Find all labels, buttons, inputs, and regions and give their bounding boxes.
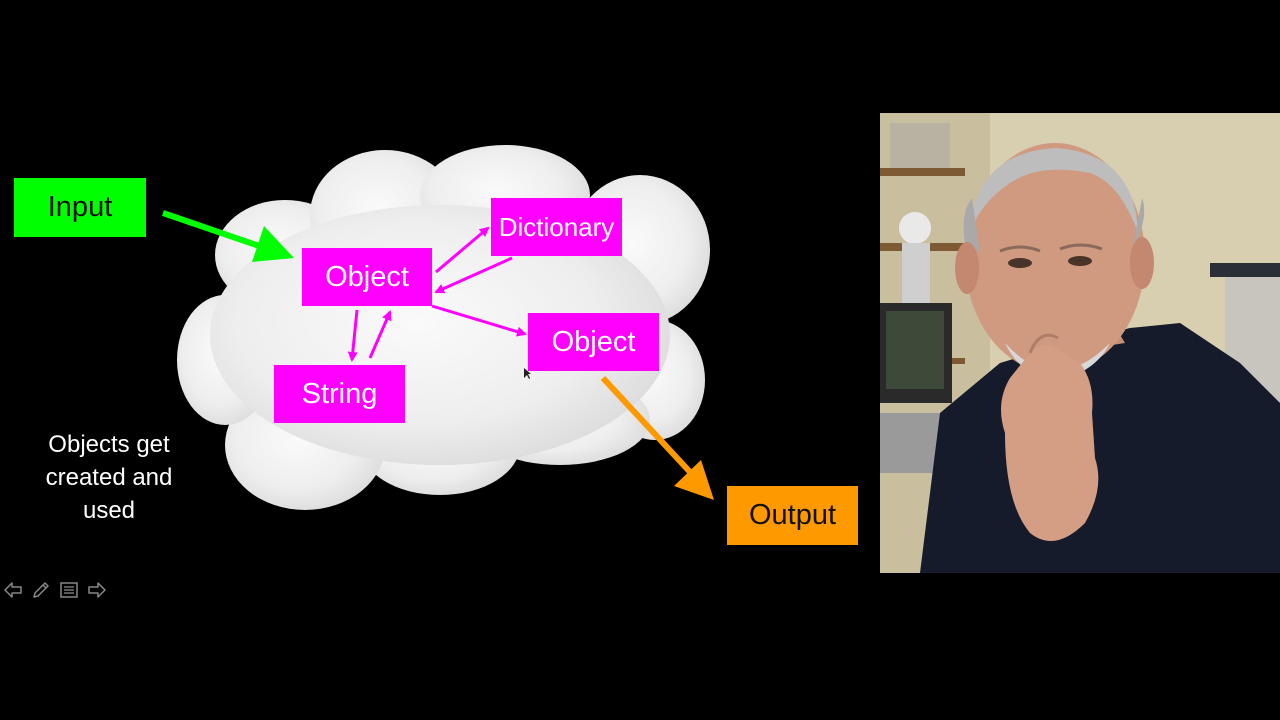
dictionary-to-object-arrow bbox=[434, 256, 513, 294]
previous-slide-icon[interactable] bbox=[2, 578, 24, 602]
slide-caption: Objects get created and used bbox=[45, 431, 173, 524]
object-box-main: Object bbox=[302, 248, 432, 306]
string-to-object-arrow bbox=[368, 310, 392, 359]
dictionary-box: Dictionary bbox=[491, 198, 622, 256]
input-to-object-arrow bbox=[162, 210, 266, 251]
pen-icon[interactable] bbox=[30, 578, 52, 602]
input-arrowhead bbox=[252, 226, 294, 262]
next-slide-icon[interactable] bbox=[86, 578, 108, 602]
output-box: Output bbox=[727, 486, 858, 545]
presenter-video bbox=[880, 113, 1280, 573]
slide-controls bbox=[2, 578, 108, 602]
object-to-dictionary-arrow bbox=[435, 226, 490, 274]
object-box-secondary: Object bbox=[528, 313, 659, 371]
input-box: Input bbox=[14, 178, 146, 237]
presenter-video-frame bbox=[880, 113, 1280, 573]
mouse-pointer-icon bbox=[524, 368, 531, 379]
slide-menu-icon[interactable] bbox=[58, 578, 80, 602]
object-to-output-arrow bbox=[600, 375, 693, 475]
object-to-string-arrow bbox=[347, 309, 359, 362]
object-to-object-arrow bbox=[431, 304, 527, 337]
string-box: String bbox=[274, 365, 405, 423]
output-arrowhead bbox=[674, 460, 714, 500]
